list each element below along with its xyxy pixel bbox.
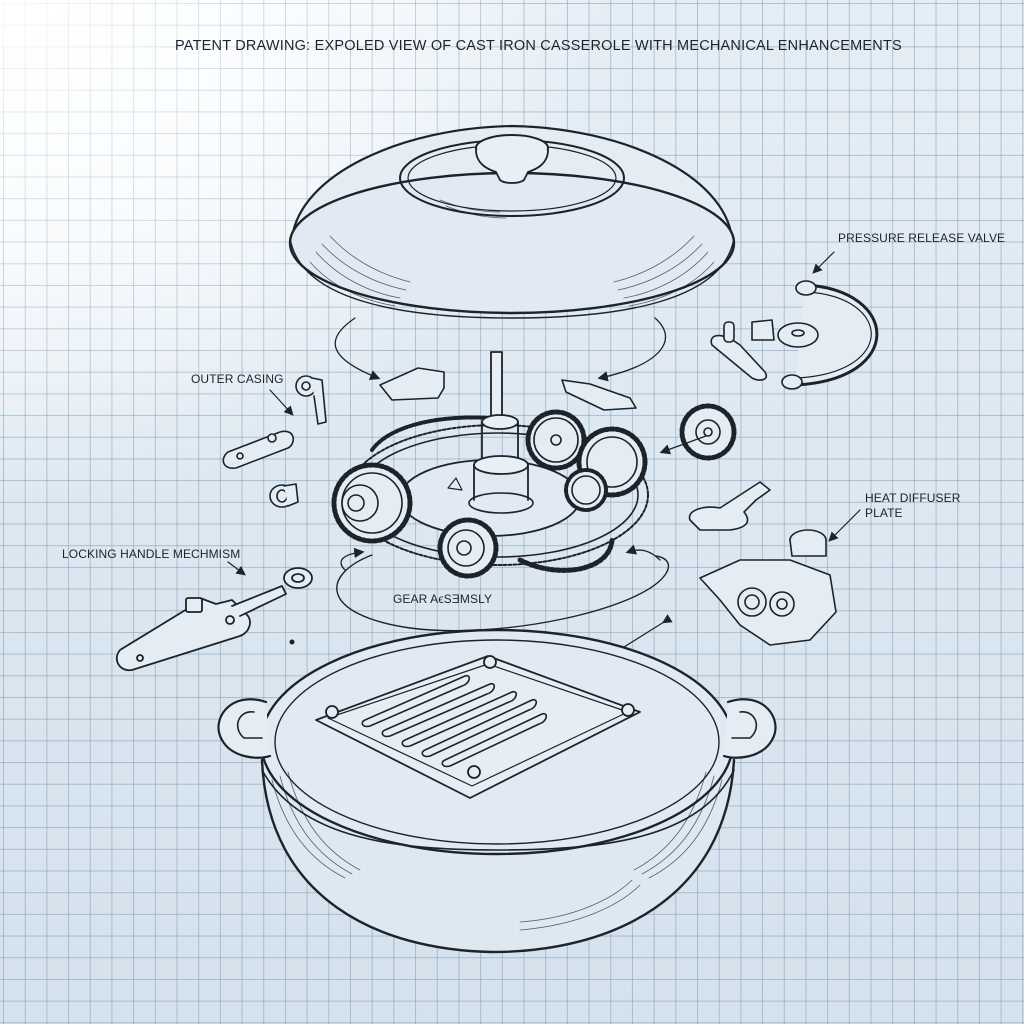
lid-icon	[288, 124, 736, 319]
label-pressure-release-valve: PRESSURE RELEASE VALVE	[838, 231, 1006, 245]
label-outer-casing: OUTER CASING	[191, 372, 284, 386]
page-title: PATENT DRAWING: EXPOLED VIEW OF CAST IRO…	[175, 38, 902, 54]
casserole-pot-icon	[217, 628, 777, 954]
heat-diffuser-plate-icon	[688, 481, 837, 646]
label-heat-diffuser-line1: HEAT DIFFUSER	[865, 491, 961, 505]
label-heat-diffuser-line2: PLATE	[865, 506, 903, 520]
pressure-release-valve-icon	[710, 280, 879, 390]
label-gear-assembly: GEAR AϵSƎMSLY	[393, 592, 493, 606]
outer-casing-parts-icon	[222, 375, 327, 508]
label-locking-handle-mechanism: LOCKING HANDLE MECHMISM	[62, 547, 241, 561]
locking-handle-icon	[115, 567, 313, 672]
gear-assembly-icon	[331, 351, 737, 579]
grill-plate-icon	[315, 655, 641, 799]
